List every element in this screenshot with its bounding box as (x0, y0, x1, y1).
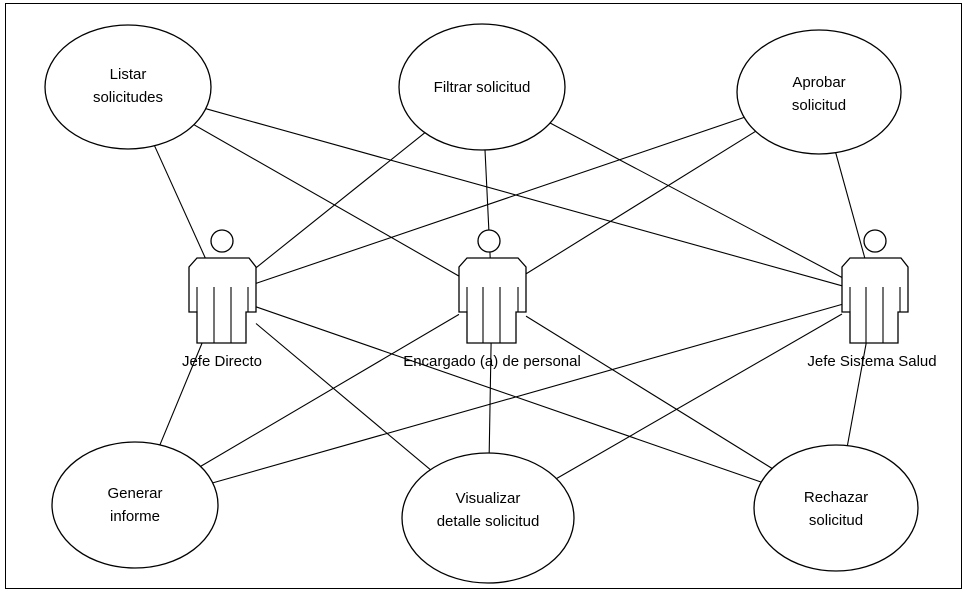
association-line-encargado-generar (200, 313, 460, 467)
actor-figure-icon (841, 229, 909, 344)
association-line-jefe_salud-aprobar (835, 152, 866, 259)
association-lines (153, 108, 867, 484)
actor-label: Encargado (a) de personal (403, 353, 581, 370)
use-case-filtrar-line-1: Filtrar solicitud (434, 79, 531, 96)
association-line-encargado-rechazar (525, 315, 773, 469)
association-line-jefe_salud-generar (212, 303, 843, 484)
actor-jefe-directo: Jefe Directo (182, 229, 262, 370)
association-line-jefe_directo-filtrar (255, 132, 426, 269)
actor-figure-icon (188, 229, 257, 344)
use-case-listar-line-1: Listar (110, 66, 147, 83)
association-line-jefe_directo-aprobar (255, 116, 745, 284)
association-line-jefe_directo-generar (159, 342, 203, 446)
use-case-rechazar: Rechazar solicitud (753, 444, 919, 572)
use-case-visualizar-line-1: Visualizar (456, 490, 521, 507)
diagram-frame (5, 3, 962, 589)
use-case-generar-line-1: Generar (107, 485, 162, 502)
association-line-jefe_salud-rechazar (846, 342, 867, 446)
association-line-encargado-visualizar (488, 342, 492, 454)
association-line-jefe_salud-visualizar (556, 313, 843, 480)
use-case-filtrar: Filtrar solicitud (398, 23, 566, 151)
association-line-jefe_salud-listar (205, 108, 843, 287)
use-case-listar-line-2: solicitudes (93, 89, 163, 106)
actor-label: Jefe Sistema Salud (807, 353, 936, 370)
actor-encargado: Encargado (a) de personal (403, 229, 581, 370)
use-case-visualizar: Visualizar detalle solicitud (401, 452, 575, 584)
use-case-visualizar-line-2: detalle solicitud (437, 513, 540, 530)
association-line-jefe_directo-visualizar (255, 323, 431, 471)
use-case-aprobar-line-2: solicitud (792, 97, 846, 114)
actor-label: Jefe Directo (182, 353, 262, 370)
association-line-jefe_salud-filtrar (549, 122, 843, 278)
use-case-rechazar-line-1: Rechazar (804, 489, 868, 506)
actor-figure-icon (458, 229, 527, 344)
actor-jefe-sistema-salud: Jefe Sistema Salud (807, 229, 937, 370)
association-line-jefe_directo-rechazar (255, 306, 762, 483)
use-case-listar: Listar solicitudes (44, 24, 212, 150)
association-line-jefe_directo-listar (153, 145, 206, 259)
use-case-generar: Generar informe (51, 441, 219, 569)
use-case-aprobar: Aprobar solicitud (736, 29, 902, 155)
association-line-encargado-aprobar (525, 130, 756, 275)
use-case-generar-line-2: informe (110, 508, 160, 525)
use-case-aprobar-line-1: Aprobar (792, 74, 845, 91)
use-case-rechazar-line-2: solicitud (809, 512, 863, 529)
association-line-encargado-listar (193, 124, 460, 277)
